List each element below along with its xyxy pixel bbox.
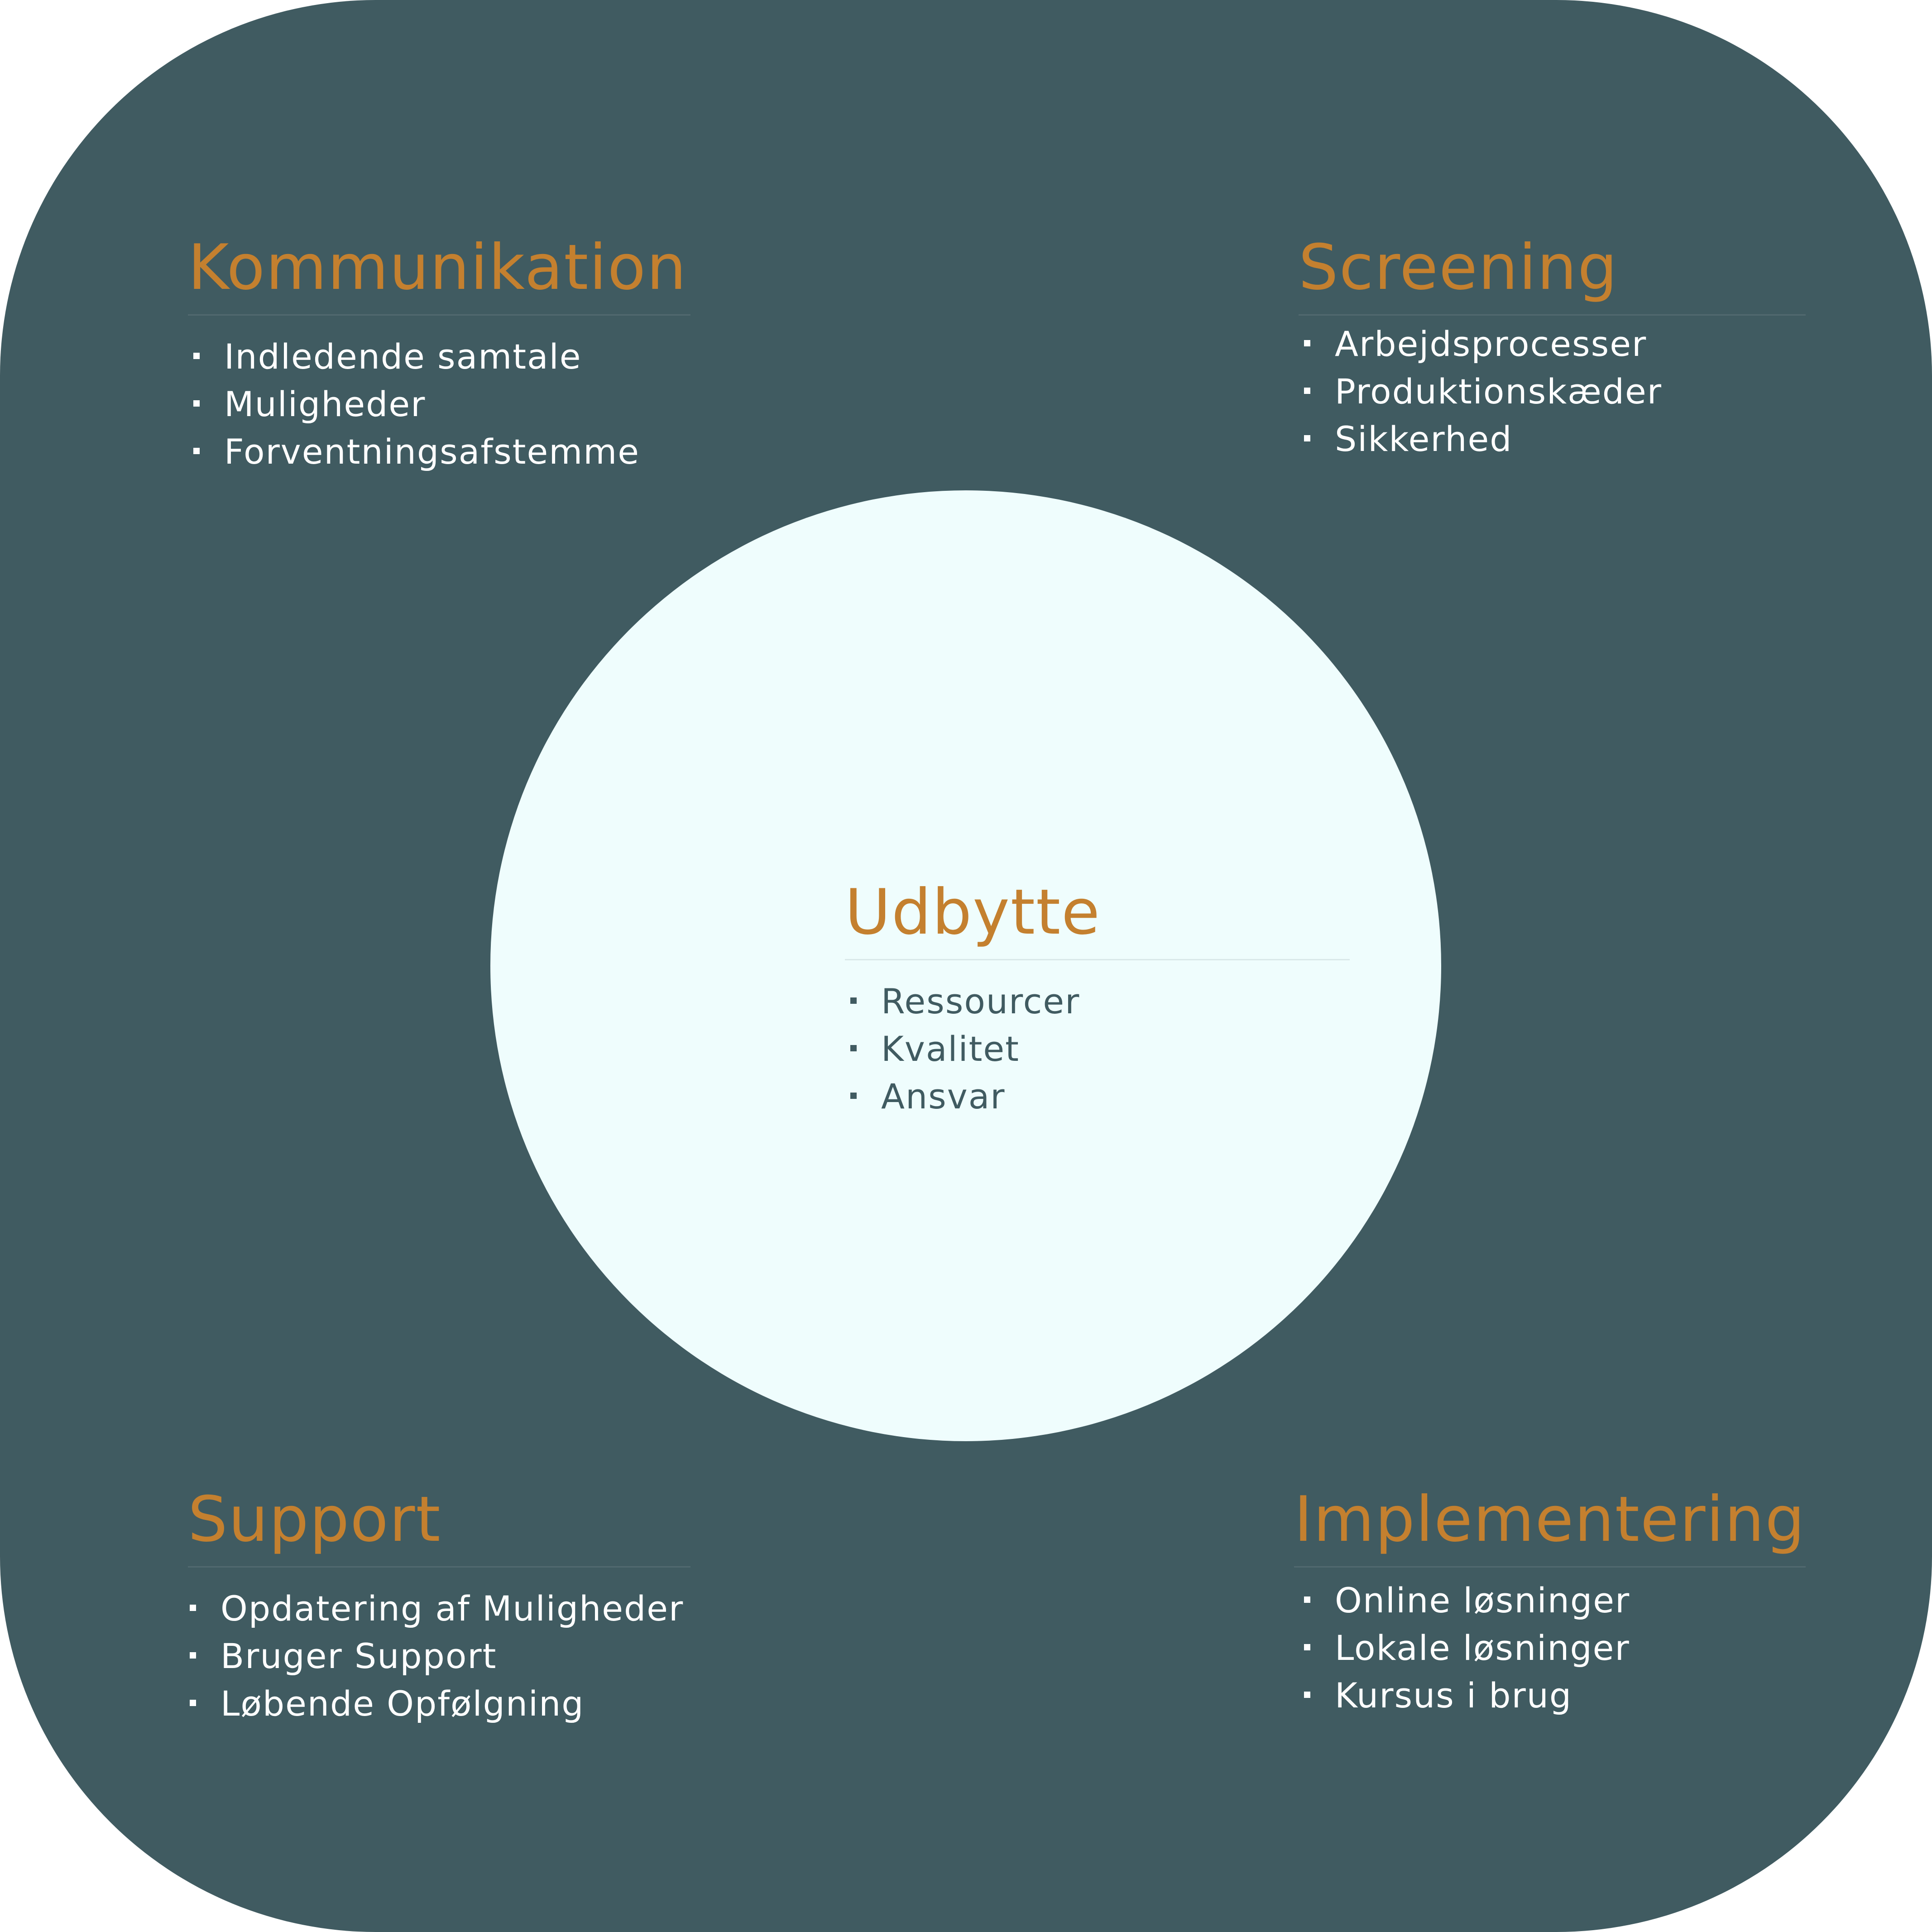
list-item-label: Arbejdsprocesser <box>1335 324 1647 364</box>
list-item-label: Bruger Support <box>221 1636 497 1676</box>
list-item: Ansvar <box>845 1073 1350 1120</box>
bullet-icon <box>850 1045 857 1051</box>
bullet-icon <box>193 448 200 454</box>
list-item: Forventningsafstemme <box>188 428 690 475</box>
list-item-label: Opdatering af Muligheder <box>221 1588 684 1629</box>
bullet-icon <box>1304 1596 1310 1603</box>
list-item: Løbende Opfølgning <box>184 1680 690 1727</box>
section-screening: Screening Arbejdsprocesser Produktionskæ… <box>1299 236 1806 463</box>
section-list: Indledende samtale Muligheder Forventnin… <box>188 333 690 475</box>
list-item-label: Ressourcer <box>881 981 1080 1021</box>
list-item-label: Kvalitet <box>881 1029 1020 1069</box>
list-item: Ressourcer <box>845 978 1350 1025</box>
section-udbytte: Udbytte Ressourcer Kvalitet Ansvar <box>845 881 1350 1120</box>
list-item-label: Muligheder <box>224 384 426 424</box>
list-item-label: Forventningsafstemme <box>224 431 640 472</box>
list-item-label: Kursus i brug <box>1335 1675 1572 1716</box>
list-item: Arbejdsprocesser <box>1299 320 1806 368</box>
list-item-label: Online løsninger <box>1335 1580 1630 1620</box>
bullet-icon <box>190 1700 196 1706</box>
bullet-icon <box>1304 388 1310 394</box>
list-item-label: Løbende Opfølgning <box>221 1683 585 1724</box>
section-title: Kommunikation <box>188 231 687 304</box>
bullet-icon <box>850 1093 857 1099</box>
section-list: Opdatering af Muligheder Bruger Support … <box>184 1585 690 1727</box>
section-implementering: Implementering Online løsninger Lokale l… <box>1294 1488 1806 1719</box>
list-item: Muligheder <box>188 380 690 428</box>
section-divider <box>188 1566 690 1568</box>
section-divider <box>188 314 690 316</box>
center-circle <box>490 490 1441 1441</box>
bullet-icon <box>1304 435 1310 441</box>
bullet-icon <box>193 400 200 407</box>
section-list: Ressourcer Kvalitet Ansvar <box>845 978 1350 1120</box>
list-item-label: Ansvar <box>881 1076 1006 1117</box>
section-list: Online løsninger Lokale løsninger Kursus… <box>1299 1577 1806 1719</box>
list-item: Indledende samtale <box>188 333 690 380</box>
section-title: Support <box>188 1483 441 1556</box>
bullet-icon <box>190 1652 196 1659</box>
bullet-icon <box>850 997 857 1004</box>
list-item: Produktionskæder <box>1299 368 1806 415</box>
list-item: Kvalitet <box>845 1025 1350 1073</box>
list-item-label: Sikkerhed <box>1335 419 1513 459</box>
section-kommunikation: Kommunikation Indledende samtale Mulighe… <box>188 236 690 475</box>
section-title: Udbytte <box>845 876 1101 949</box>
list-item: Lokale løsninger <box>1299 1624 1806 1672</box>
bullet-icon <box>1304 1692 1310 1698</box>
section-divider <box>1299 314 1806 316</box>
section-support: Support Opdatering af Muligheder Bruger … <box>188 1488 690 1727</box>
list-item-label: Produktionskæder <box>1335 371 1663 412</box>
list-item-label: Lokale løsninger <box>1335 1628 1630 1668</box>
section-divider <box>1294 1566 1806 1568</box>
bullet-icon <box>190 1605 196 1611</box>
list-item: Kursus i brug <box>1299 1672 1806 1719</box>
list-item: Opdatering af Muligheder <box>184 1585 690 1632</box>
section-title: Screening <box>1299 231 1618 304</box>
list-item: Sikkerhed <box>1299 415 1806 463</box>
section-title: Implementering <box>1294 1483 1806 1556</box>
bullet-icon <box>193 353 200 359</box>
section-divider <box>845 959 1350 960</box>
list-item: Online løsninger <box>1299 1577 1806 1624</box>
list-item-label: Indledende samtale <box>224 336 582 377</box>
list-item: Bruger Support <box>184 1632 690 1680</box>
bullet-icon <box>1304 1644 1310 1650</box>
section-list: Arbejdsprocesser Produktionskæder Sikker… <box>1299 320 1806 463</box>
bullet-icon <box>1304 340 1310 346</box>
